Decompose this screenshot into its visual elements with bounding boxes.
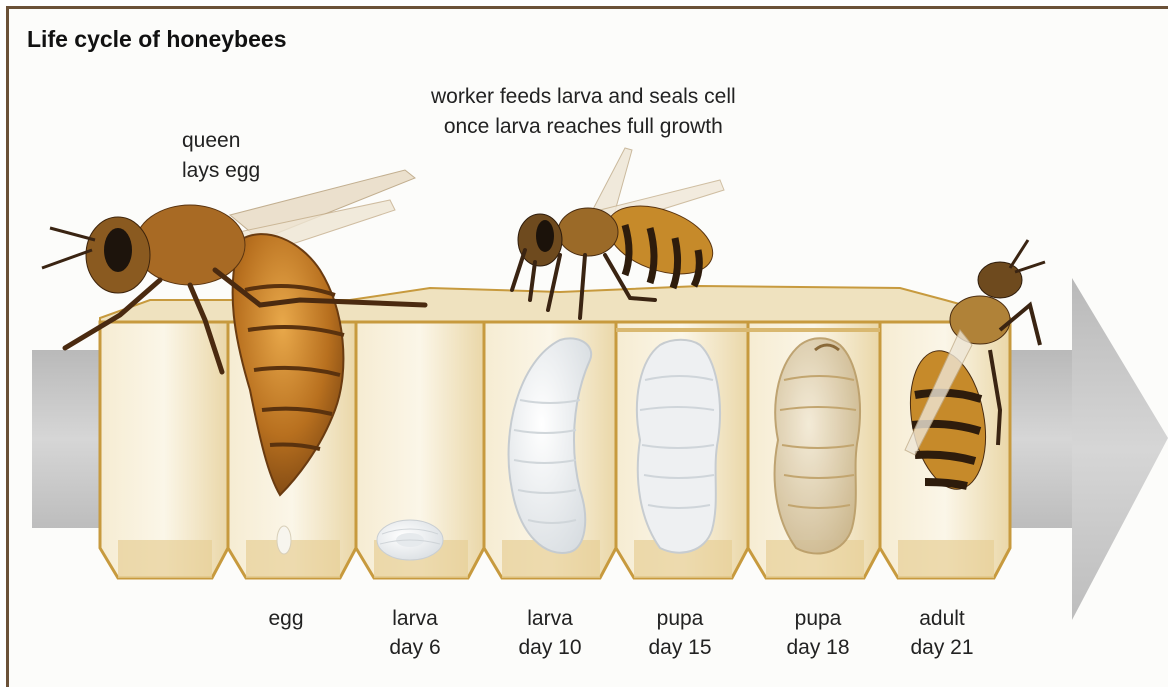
stage-label-egg: egg <box>226 604 346 633</box>
stage-label-pupa-day15: pupa day 15 <box>620 604 740 662</box>
annotation-worker-feeds-larva: worker feeds larva and seals cell once l… <box>431 82 736 142</box>
stage-label-larva-day10: larva day 10 <box>490 604 610 662</box>
pupa-day15-illustration <box>637 340 720 553</box>
annotation-queen-lays-egg: queen lays egg <box>182 126 260 186</box>
larva-day6-illustration <box>377 520 443 560</box>
stage-label-pupa-day18: pupa day 18 <box>758 604 878 662</box>
pupa-day18-illustration <box>775 338 860 553</box>
diagram-title: Life cycle of honeybees <box>27 26 286 52</box>
stage-label-larva-day6: larva day 6 <box>355 604 475 662</box>
stage-label-adult-day21: adult day 21 <box>882 604 1002 662</box>
egg-illustration <box>277 526 291 554</box>
comb-cell-empty <box>100 322 228 578</box>
